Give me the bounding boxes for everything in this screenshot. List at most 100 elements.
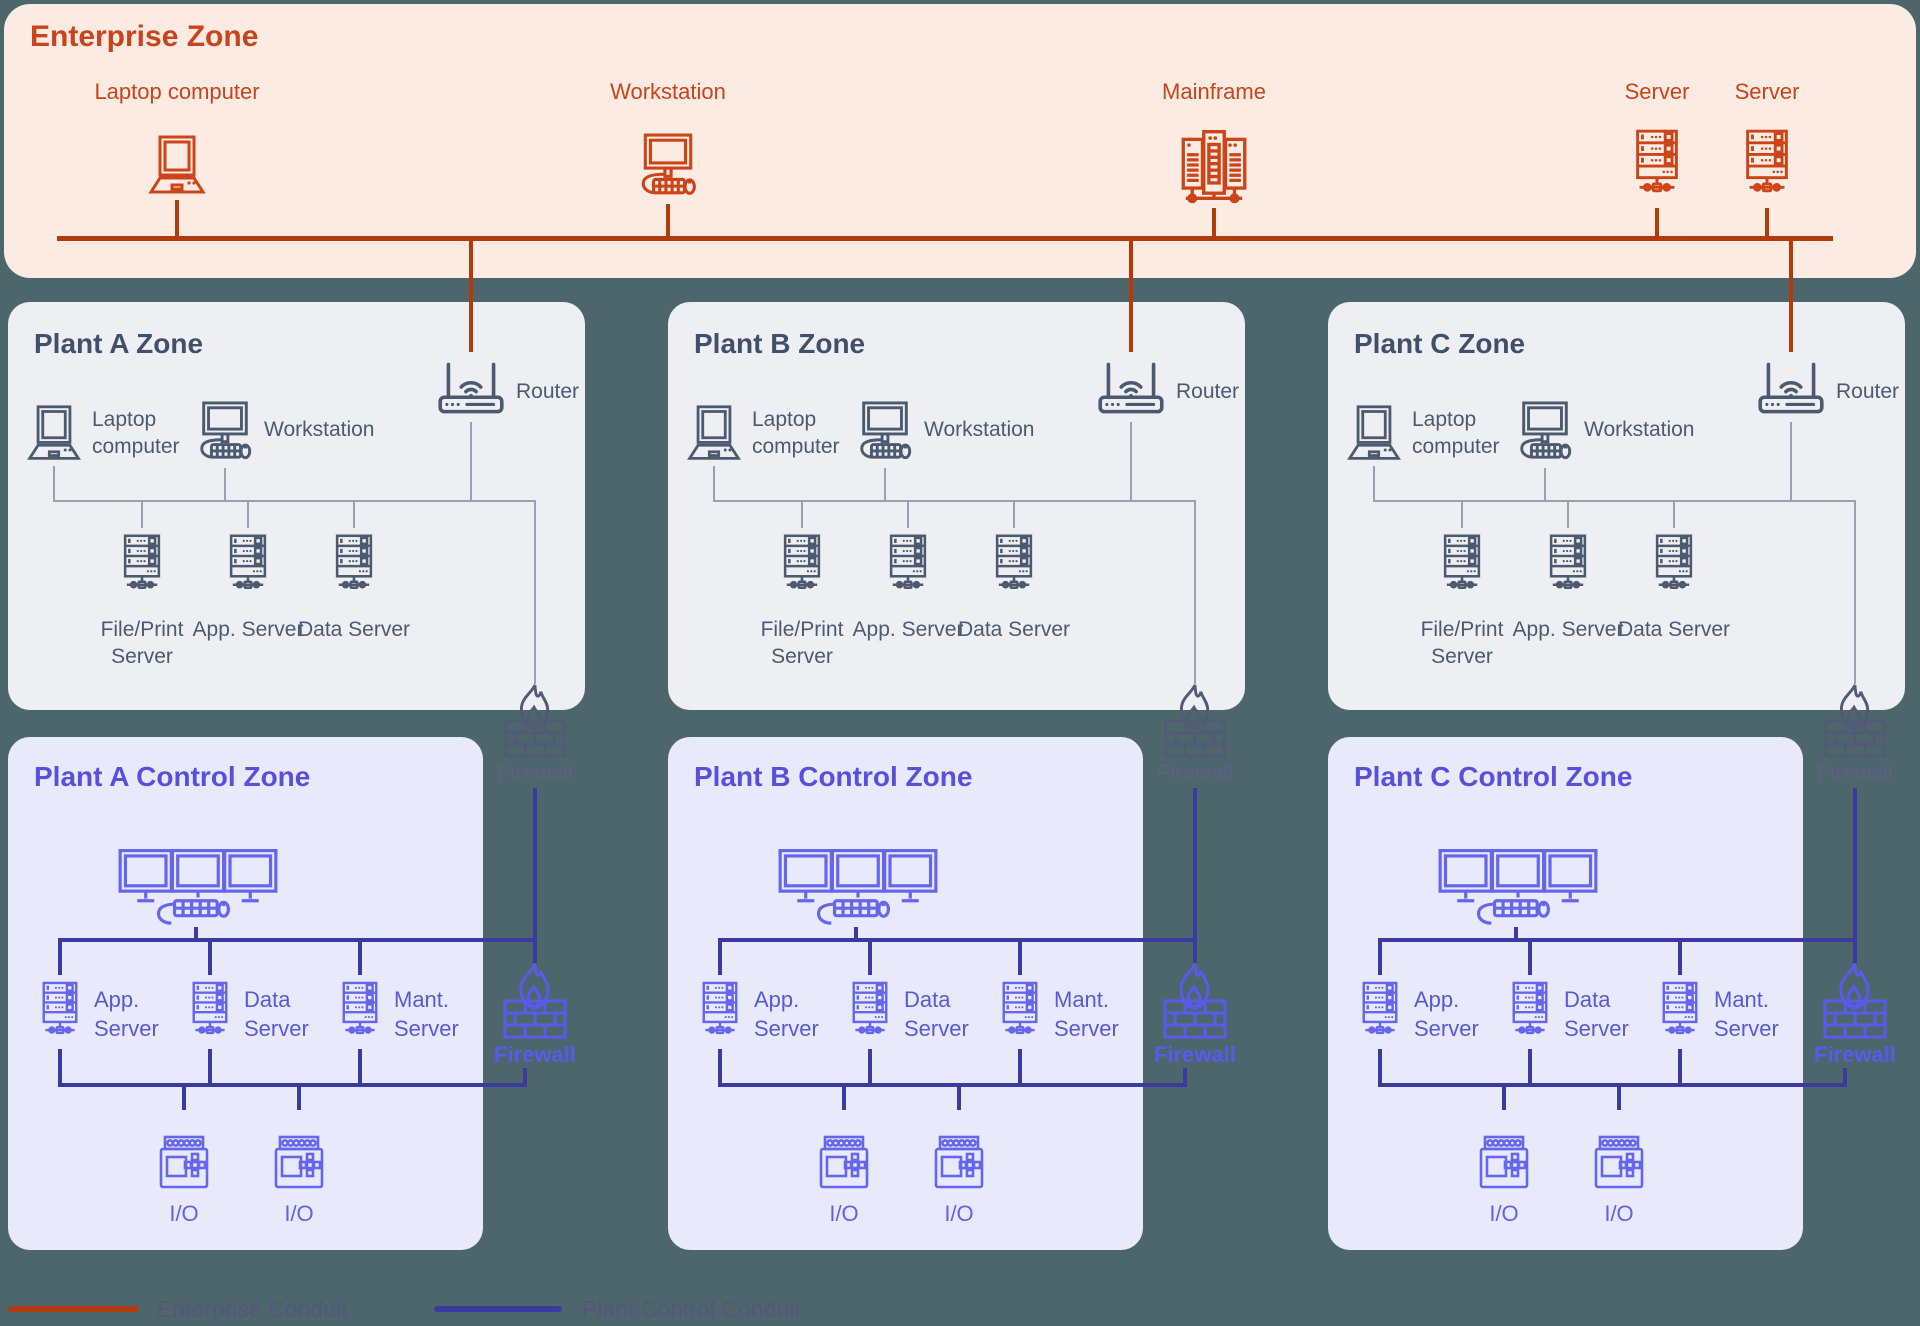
connector-line (194, 927, 198, 938)
server-label: App. Server (1512, 618, 1624, 641)
workstation-icon (1514, 398, 1576, 466)
connector-line (718, 1049, 722, 1083)
connector-line (854, 927, 858, 938)
connector-line (208, 1049, 212, 1083)
plant-zone: Plant C Zone Router Laptop computer Work… (1328, 240, 1905, 785)
server-label: Data Server (1617, 618, 1731, 641)
firewall-uplink-line (1854, 500, 1856, 684)
server-label: File/Print Server (100, 618, 184, 668)
enterprise-conduit-line (469, 240, 473, 352)
mainframe-icon (1172, 124, 1256, 206)
server-icon (1654, 975, 1706, 1051)
server-label: App. Server (94, 987, 159, 1041)
io-device-icon (152, 1135, 216, 1195)
firewall-uplink-line (1194, 500, 1196, 684)
connector-line (1617, 1087, 1621, 1110)
connector-line (53, 500, 536, 502)
connector-line (1790, 422, 1792, 500)
connector-line (1378, 1049, 1382, 1083)
firewall-label: Firewall (1817, 760, 1893, 785)
firewall-label: Firewall (1154, 1042, 1236, 1067)
server-icon (1435, 528, 1489, 606)
connector-line (842, 1087, 846, 1110)
connector-line (957, 1087, 961, 1110)
plant-zone: Plant A Zone Router Laptop computer Work… (8, 240, 585, 785)
connector-line (247, 502, 249, 528)
plant-zone: Plant B Zone Router Laptop computer Work… (668, 240, 1245, 785)
laptop-icon (1344, 404, 1404, 464)
firewall-label: Firewall (494, 1042, 576, 1067)
server-label: Mant. Server (1054, 987, 1119, 1041)
control-conduit-line (1843, 1068, 1847, 1083)
connector-line (1567, 502, 1569, 528)
server-icon (694, 975, 746, 1051)
server-icon (34, 975, 86, 1051)
io-device-icon (1587, 1135, 1651, 1195)
connector-line (1373, 466, 1375, 500)
legend-swatch-plant-control-conduit (434, 1306, 562, 1312)
io-label: I/O (169, 1201, 199, 1226)
control-bus-line (58, 938, 537, 942)
plant-zone-title: Plant A Zone (34, 328, 204, 359)
enterprise-conduit-line (1789, 240, 1793, 352)
server-icon (1504, 975, 1556, 1051)
plant-control-zone: Plant B Control Zone App. Server Data Se… (668, 737, 1236, 1250)
control-zone-title: Plant A Control Zone (34, 761, 311, 792)
plant-zone-title: Plant B Zone (694, 328, 866, 359)
device-label: Mainframe (1162, 79, 1266, 104)
server-icon (184, 975, 236, 1051)
server-icon (844, 975, 896, 1051)
connector-line (175, 200, 179, 238)
laptop-icon (143, 134, 211, 198)
firewall-icon (497, 961, 573, 1039)
connector-line (1013, 502, 1015, 528)
legend-swatch-enterprise-conduit (8, 1306, 139, 1312)
connector-line (470, 422, 472, 500)
server-icon (987, 528, 1041, 606)
connector-line (58, 1049, 62, 1083)
device-label: Server (1624, 79, 1690, 104)
server-label: Data Server (904, 987, 969, 1041)
firewall-uplink-line (534, 500, 536, 684)
connector-line (884, 468, 886, 500)
connector-line (713, 500, 1196, 502)
server-icon (221, 528, 275, 606)
io-device-icon (812, 1135, 876, 1195)
laptop-label: Laptop computer (92, 408, 180, 458)
connector-line (666, 204, 670, 238)
server-icon (1647, 528, 1701, 606)
control-conduit-line (1193, 942, 1197, 963)
firewall-label: Firewall (497, 760, 573, 785)
control-conduit-line (1183, 1068, 1187, 1083)
router-label: Router (1176, 380, 1240, 403)
firewall-label: Firewall (1157, 760, 1233, 785)
connector-line (907, 502, 909, 528)
control-zone-title: Plant B Control Zone (694, 761, 973, 792)
device-label: Laptop computer (94, 79, 260, 104)
plant-control-zone: Plant A Control Zone App. Server Data Se… (8, 737, 576, 1250)
router-label: Router (1836, 380, 1900, 403)
firewall-icon (1158, 682, 1232, 758)
server-label: App. Server (192, 618, 304, 641)
legend-label: Enterprise Conduit (157, 1296, 348, 1322)
router-icon (1092, 354, 1170, 420)
workstation-icon (194, 398, 256, 466)
workstation-label: Workstation (264, 418, 375, 441)
legend-label: Plant Control Conduit (582, 1296, 801, 1322)
hmi-workstation-icon (1438, 847, 1598, 931)
enterprise-conduit-line (1129, 240, 1133, 352)
device-label: Server (1734, 79, 1800, 104)
firewall-label: Firewall (1814, 1042, 1896, 1067)
connector-line (224, 468, 226, 500)
laptop-icon (24, 404, 84, 464)
io-label: I/O (1489, 1201, 1519, 1226)
connector-line (1378, 942, 1382, 975)
server-label: Data Server (1564, 987, 1629, 1041)
connector-line (1678, 1049, 1682, 1083)
control-conduit-line (1853, 942, 1857, 963)
control-zone-title: Plant C Control Zone (1354, 761, 1633, 792)
enterprise-zone-title: Enterprise Zone (30, 20, 259, 53)
laptop-label: Laptop computer (752, 408, 840, 458)
connector-line (1528, 942, 1532, 975)
